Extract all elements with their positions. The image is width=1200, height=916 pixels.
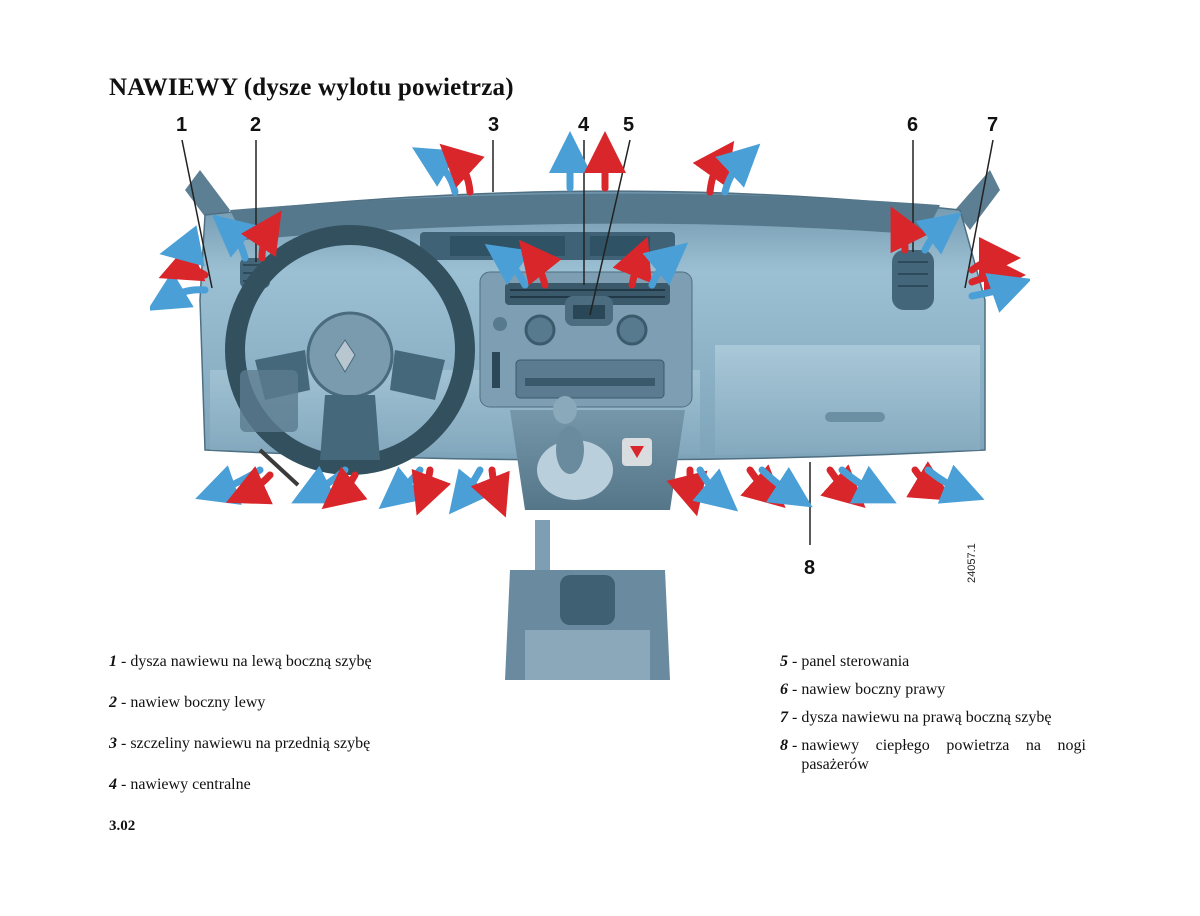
legend-item: 3 - szczeliny nawiewu na przednią szybę [109, 735, 371, 752]
callout-7: 7 [987, 114, 999, 136]
legend-item: 8 - nawiewy ciepłego powietrza na nogi p… [780, 737, 1086, 773]
figure-reference: 24057.1 [966, 543, 978, 583]
legend-item: 4 - nawiewy centralne [109, 776, 251, 793]
legend-right: 5 - panel sterowania 6 - nawiew boczny p… [780, 652, 1086, 783]
legend-item: 5 - panel sterowania [780, 653, 910, 670]
callout-3: 3 [488, 114, 500, 136]
legend-item: 7 - dysza nawiewu na prawą boczną szybę [780, 709, 1052, 726]
legend-item: 1 - dysza nawiewu na lewą boczną szybę [109, 653, 372, 670]
page-title: NAWIEWY (dysze wylotu powietrza) [109, 74, 514, 101]
callout-2: 2 [250, 114, 262, 136]
page-number: 3.02 [109, 818, 136, 834]
callout-5: 5 [623, 114, 635, 136]
callout-8: 8 [804, 557, 816, 579]
legend-item: 2 - nawiew boczny lewy [109, 694, 266, 711]
dashboard-illustration [150, 131, 1030, 680]
callout-4: 4 [578, 114, 590, 136]
legend-left: 1 - dysza nawiewu na lewą boczną szybę 2… [109, 652, 489, 816]
callout-6: 6 [907, 114, 919, 136]
legend-item: 6 - nawiew boczny prawy [780, 681, 946, 698]
callout-1: 1 [176, 114, 188, 136]
